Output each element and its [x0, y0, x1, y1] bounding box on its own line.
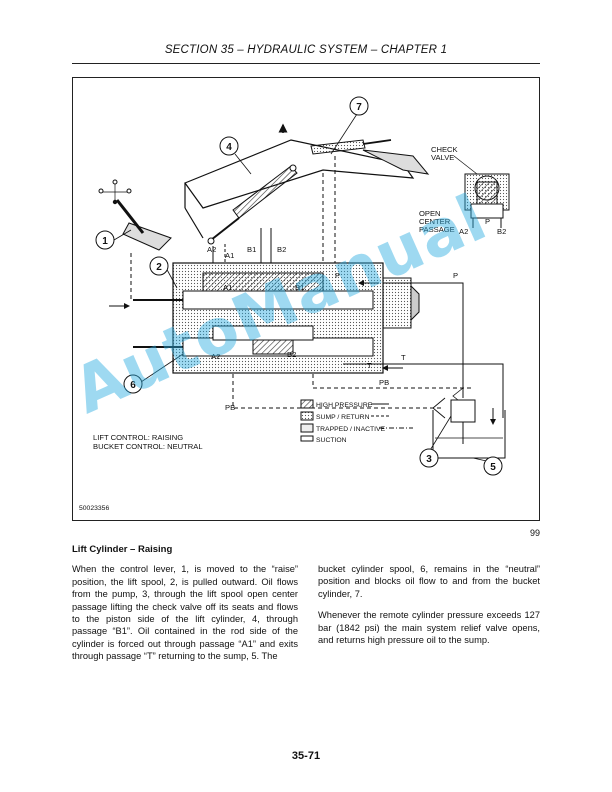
label-open: OPEN: [419, 209, 441, 218]
callout-6: 6: [123, 374, 143, 394]
callout-leaders: [113, 113, 492, 463]
lift-control-state: LIFT CONTROL: RAISING: [93, 433, 183, 442]
label-a2-detail: A2: [459, 227, 468, 236]
callout-5: 5: [483, 456, 503, 476]
legend-sump-return: SUMP / RETURN: [316, 414, 370, 421]
label-p-line: P: [335, 271, 340, 280]
text-column-right: bucket cylinder spool, 6, remains in the…: [318, 563, 540, 655]
legend-swatch-trapped: [300, 423, 314, 433]
label-a2-top: A2: [207, 245, 216, 254]
hydraulic-diagram-figure: 1 2 3 4 5 6 7 CHECK VALVE OPEN CENTER PA…: [72, 77, 540, 521]
legend-high-pressure: HIGH PRESSURE: [316, 402, 373, 409]
svg-text:7: 7: [356, 102, 362, 113]
callout-1: 1: [95, 230, 115, 250]
svg-text:4: 4: [226, 142, 232, 153]
callout-4: 4: [219, 136, 239, 156]
svg-text:2: 2: [156, 262, 162, 273]
callout-2: 2: [149, 256, 169, 276]
svg-text:3: 3: [426, 454, 432, 465]
bucket-control-state: BUCKET CONTROL: NEUTRAL: [93, 442, 203, 451]
label-p-detail: P: [485, 217, 490, 226]
section-heading: Lift Cylinder – Raising: [72, 544, 173, 555]
label-a1-top: A1: [225, 251, 234, 260]
callout-7: 7: [349, 96, 369, 116]
label-pb-left: PB: [225, 403, 235, 412]
control-valve-body: [109, 262, 420, 374]
label-pb-right: PB: [379, 378, 389, 387]
svg-text:6: 6: [130, 380, 136, 391]
label-a1-valve: A1: [223, 283, 232, 292]
legend-trapped-inactive: TRAPPED / INACTIVE: [316, 426, 386, 433]
label-t-2: T: [367, 361, 372, 370]
label-center: CENTER: [419, 217, 451, 226]
legend-swatch-high-pressure: [300, 399, 314, 409]
bucket-cylinder: [310, 139, 392, 155]
hose-lines: [212, 156, 336, 263]
text-column-left: Lift Cylinder – Raising When the control…: [72, 544, 298, 672]
label-t: T: [401, 353, 406, 362]
label-check: CHECK: [431, 145, 458, 154]
svg-text:1: 1: [102, 236, 108, 247]
callout-3: 3: [419, 448, 439, 468]
figure-part-number: 50023356: [79, 505, 109, 512]
page-number: 35-71: [291, 750, 321, 762]
label-passage: PASSAGE: [419, 225, 455, 234]
label-b2-detail: B2: [497, 227, 506, 236]
control-lever: [98, 179, 172, 300]
label-p-right: P: [453, 271, 458, 280]
label-valve: VALVE: [431, 153, 454, 162]
legend-swatch-suction: [300, 435, 314, 442]
label-b1-top: B1: [247, 245, 256, 254]
paragraph-2: bucket cylinder spool, 6, remains in the…: [318, 564, 540, 599]
legend-swatch-sump: [300, 411, 314, 421]
diagram-labels: CHECK VALVE OPEN CENTER PASSAGE A2 P B2 …: [207, 145, 506, 412]
pump-and-sump: [432, 399, 506, 459]
paragraph-1: When the control lever, 1, is moved to t…: [72, 564, 298, 662]
header-rule: [72, 63, 540, 64]
label-b1-valve: B1: [295, 283, 304, 292]
legend-suction: SUCTION: [316, 437, 347, 444]
loader-boom: [184, 123, 430, 239]
return-lines: [232, 363, 504, 425]
paragraph-3: Whenever the remote cylinder pressure ex…: [318, 610, 540, 646]
lift-cylinder: [207, 164, 298, 245]
label-a2-valve: A2: [211, 352, 220, 361]
section-header: SECTION 35 – HYDRAULIC SYSTEM – CHAPTER …: [164, 44, 448, 56]
figure-number: 99: [529, 528, 540, 538]
label-b2-top: B2: [277, 245, 286, 254]
check-valve-detail: [453, 155, 510, 228]
svg-text:5: 5: [490, 462, 496, 473]
callout-circles: 1 2 3 4 5 6 7: [95, 96, 503, 476]
label-b2-valve: B2: [287, 350, 296, 359]
hydraulic-diagram: 1 2 3 4 5 6 7 CHECK VALVE OPEN CENTER PA…: [79, 96, 510, 512]
legend: HIGH PRESSURE SUMP / RETURN TRAPPED / IN…: [300, 399, 413, 444]
